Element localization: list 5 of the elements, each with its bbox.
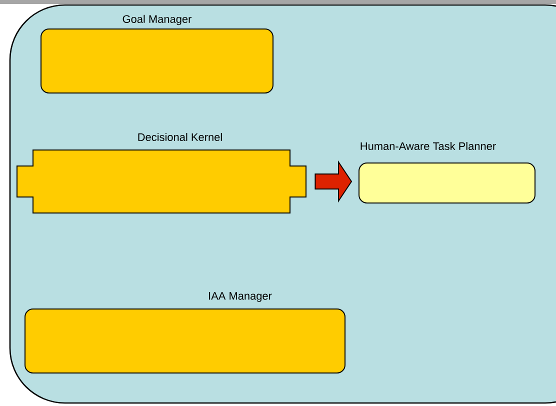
module-label: Decisional Kernel [138, 132, 222, 142]
block-arrow [314, 160, 352, 203]
module-label: Human-Aware Task Planner [360, 142, 496, 150]
module-label: IAA Manager [209, 292, 272, 302]
module-label: Goal Manager [122, 14, 192, 26]
